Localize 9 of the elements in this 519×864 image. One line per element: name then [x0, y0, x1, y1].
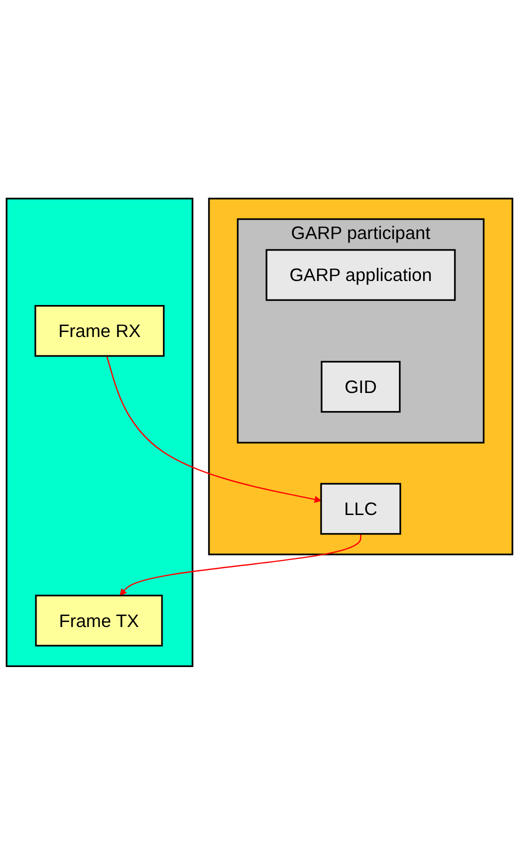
cluster [208, 197, 514, 555]
node-box: GARP application [266, 248, 456, 300]
node-box: Frame TX [35, 594, 163, 646]
node-box: Frame RX [34, 304, 165, 356]
arrow [106, 355, 322, 503]
node-box: GID [320, 360, 401, 412]
arrow [120, 534, 362, 596]
cluster [6, 197, 194, 667]
node-box: LLC [320, 482, 402, 534]
